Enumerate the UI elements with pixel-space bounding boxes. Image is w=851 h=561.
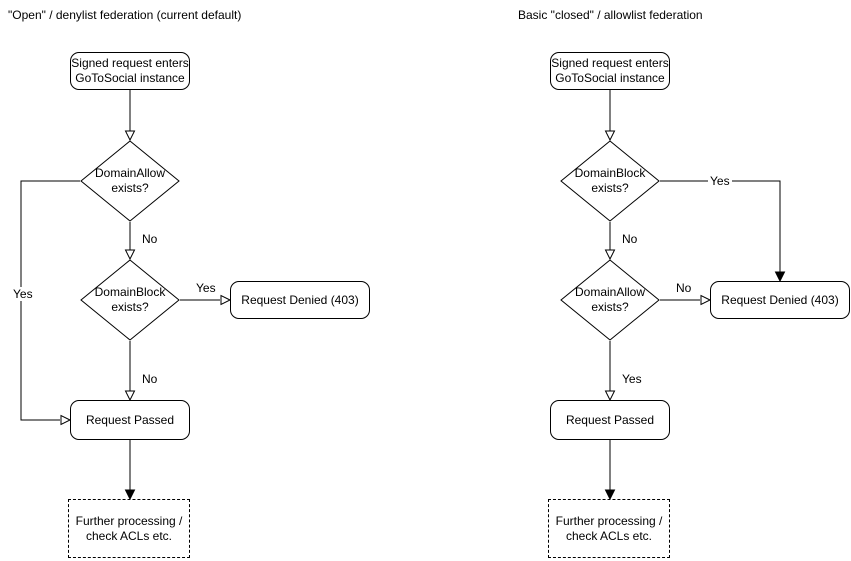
left-decision-domainblock: DomainBlock exists? [80,259,180,341]
arrowhead-left-start-to-decision1 [124,130,136,142]
left-decision-domainblock-label: DomainBlock exists? [94,285,166,314]
right-label-decision2-no: No [674,281,694,295]
arrowhead-left-passed-to-further [124,489,136,501]
right-further-processing-node: Further processing / check ACLs etc. [548,499,670,558]
left-label-decision1-yes: Yes [11,287,35,301]
left-start-node: Signed request enters GoToSocial instanc… [70,52,190,90]
left-request-passed-label: Request Passed [85,412,175,427]
diamond-shape [560,140,660,222]
arrowhead-left-decision1-to-decision2 [124,249,136,261]
arrowhead-right-start-to-decision1 [604,130,616,142]
diamond-shape [80,140,180,222]
right-request-denied-node: Request Denied (403) [710,281,850,319]
left-further-processing-node: Further processing / check ACLs etc. [68,499,190,558]
arrowhead-right-decision1-to-decision2 [604,249,616,261]
left-request-passed-node: Request Passed [70,400,190,440]
right-further-processing-label: Further processing / check ACLs etc. [555,513,663,543]
right-label-decision1-no: No [620,232,640,246]
arrowhead-left-decision2-to-denied [220,294,232,306]
right-request-passed-node: Request Passed [550,400,670,440]
right-decision-domainblock-label: DomainBlock exists? [574,166,646,195]
right-label-decision2-yes: Yes [620,372,644,386]
right-request-denied-label: Request Denied (403) [721,292,839,307]
right-label-decision1-yes: Yes [708,174,732,188]
left-decision-domainallow: DomainAllow exists? [80,140,180,222]
right-decision-domainallow: DomainAllow exists? [560,259,660,341]
edge-right-decision1-yes-to-denied [660,180,781,272]
right-start-node-label: Signed request enters GoToSocial instanc… [551,56,669,85]
left-label-decision2-yes: Yes [194,281,218,295]
arrowhead-left-decision1-yes-to-passed [60,414,72,426]
right-decision-domainallow-label: DomainAllow exists? [574,285,646,314]
left-decision-domainallow-label: DomainAllow exists? [94,166,166,195]
left-start-node-label: Signed request enters GoToSocial instanc… [71,56,189,85]
arrowhead-right-decision2-to-passed [604,390,616,402]
left-request-denied-node: Request Denied (403) [230,281,370,319]
arrowhead-right-decision1-yes-to-denied [774,271,786,283]
left-chart-title: "Open" / denylist federation (current de… [8,8,242,22]
left-further-processing-label: Further processing / check ACLs etc. [75,513,183,543]
right-request-passed-label: Request Passed [565,412,655,427]
left-label-decision1-no: No [140,232,160,246]
left-request-denied-label: Request Denied (403) [241,292,359,307]
right-decision-domainblock: DomainBlock exists? [560,140,660,222]
diamond-shape [80,259,180,341]
right-start-node: Signed request enters GoToSocial instanc… [550,52,670,90]
arrowhead-right-passed-to-further [604,489,616,501]
diamond-shape [560,259,660,341]
arrowhead-right-decision2-to-denied [700,294,712,306]
right-chart-title: Basic "closed" / allowlist federation [518,8,703,22]
left-label-decision2-no: No [140,372,160,386]
arrowhead-left-decision2-to-passed [124,390,136,402]
